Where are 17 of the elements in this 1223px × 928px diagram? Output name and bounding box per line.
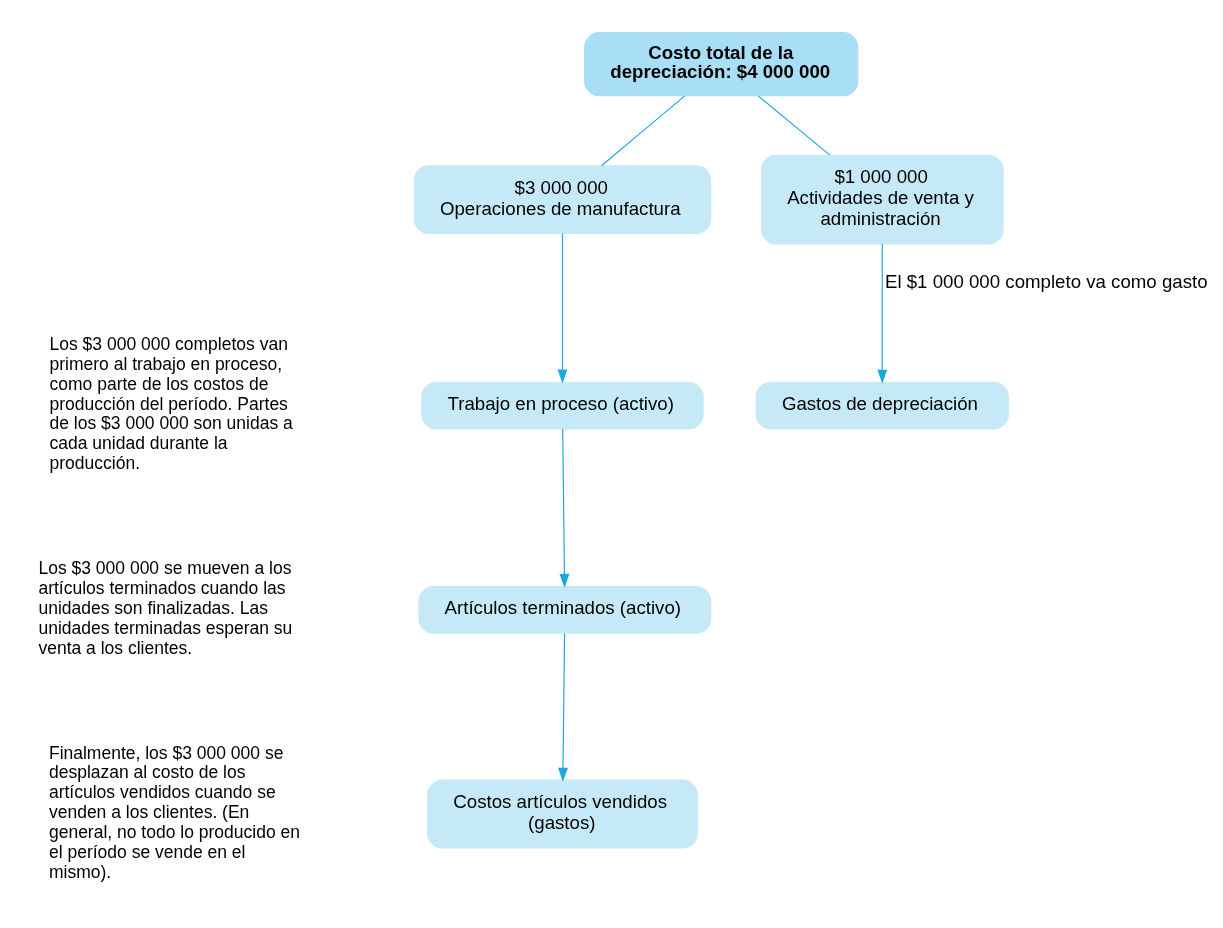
node-box: Trabajo en proceso (activo) — [421, 381, 704, 429]
label: Los $3 000 000 se mueven a los artículos terminados cuando las unidades son finalizadas. Las unidades terminadas esperan su venta a los clientes. — [38, 557, 293, 658]
arrow — [877, 242, 888, 384]
edge-label: El $1 000 000 completo va como gasto — [884, 270, 1208, 292]
node-box: Costos artículos vendidos (gastos) — [427, 779, 698, 848]
label: Finalmente, los $3 000 000 se desplazan al costo de los artículos vendidos cuando se venden a los clientes. (En general, no todo lo producido en el período se vende en el mismo). — [48, 742, 300, 882]
arrow — [558, 632, 568, 782]
node-box: Gastos de depreciación — [755, 381, 1009, 429]
label: Los $3 000 000 completos van primero al trabajo en proceso, como parte de los costos de producción del período. Partes de los $3 000 000 son unidas a cada unidad durante la producción. — [49, 333, 293, 473]
node-box: Artículos terminados (activo) — [418, 585, 712, 634]
arrow — [559, 428, 570, 588]
connector — [600, 94, 686, 166]
node-box: $3 000 000 Operaciones de manufactura — [413, 164, 712, 234]
node-box: $1 000 000 Actividades de venta y administración — [760, 154, 1004, 244]
connector — [757, 94, 831, 156]
arrow — [557, 232, 568, 384]
node-box: Costo total de la depreciación: $4 000 000 — [584, 31, 859, 96]
